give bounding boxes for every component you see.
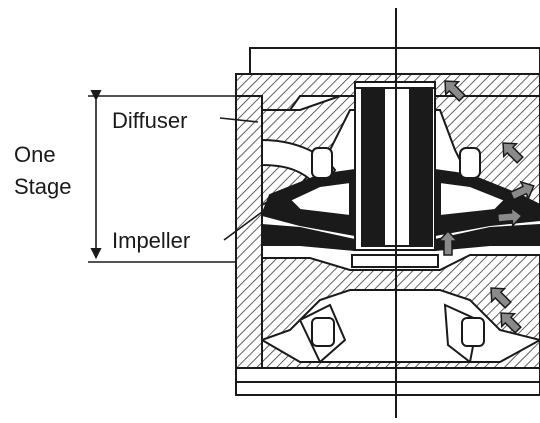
flow-arrows (437, 80, 535, 334)
stage-dimension (88, 89, 236, 263)
flow-arrow (437, 229, 459, 256)
flow-arrow (490, 287, 512, 309)
flow-arrow (509, 180, 535, 201)
impeller-label: Impeller (112, 228, 190, 253)
diffuser-label: Diffuser (112, 108, 187, 133)
one-label: One (14, 142, 56, 167)
impeller-leader (223, 211, 263, 241)
leader-lines (219, 117, 263, 241)
flow-arrow (444, 80, 466, 102)
flow-arrow (502, 142, 524, 164)
flow-arrow (500, 312, 522, 334)
diffuser-leader (219, 117, 259, 123)
flow-arrow (496, 206, 524, 228)
stage-label: Stage (14, 174, 72, 199)
impeller (260, 147, 540, 252)
